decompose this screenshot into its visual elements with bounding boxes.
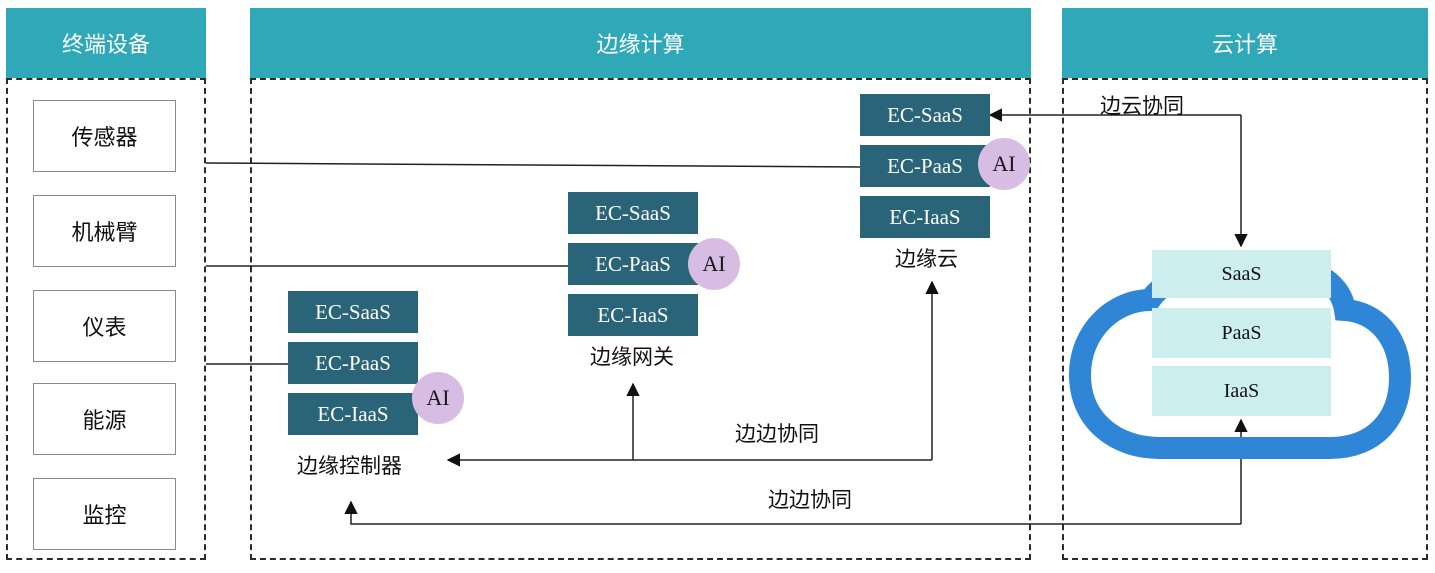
edge-gateway-saas: EC-SaaS [568, 192, 698, 234]
device-sensor: 传感器 [33, 100, 176, 172]
ec-layer-label: EC-PaaS [315, 350, 391, 375]
ai-label: AI [426, 385, 450, 410]
device-label: 传感器 [71, 126, 138, 151]
device-energy: 能源 [33, 383, 176, 455]
ec-layer-label: EC-PaaS [595, 251, 671, 276]
line-cloud-to-controller [344, 500, 1241, 525]
header-cloud-computing: 云计算 [1062, 8, 1428, 78]
edge-cloud-label: 边缘云 [895, 247, 958, 271]
ai-label: AI [702, 251, 726, 276]
panel-terminal-devices [6, 78, 206, 560]
edge-gateway-ai-badge: AI [688, 238, 740, 290]
edge-cloud-collab-label: 边云协同 [1100, 94, 1184, 118]
edge-controller-saas: EC-SaaS [288, 291, 418, 333]
cloud-paas-box: PaaS [1152, 308, 1331, 358]
cloud-layer-label: IaaS [1223, 379, 1260, 402]
panel-edge-computing [250, 78, 1031, 560]
device-label: 仪表 [82, 316, 127, 341]
edge-controller-paas: EC-PaaS [288, 342, 418, 384]
device-label: 监控 [82, 504, 127, 529]
header-terminal-devices: 终端设备 [6, 8, 206, 78]
ec-layer-label: EC-IaaS [889, 204, 961, 229]
device-label: 机械臂 [71, 221, 138, 246]
edge-controller-ai-badge: AI [412, 372, 464, 424]
edge-cloud-ai-badge: AI [978, 138, 1030, 190]
edge-controller-iaas: EC-IaaS [288, 393, 418, 435]
edge-cloud-saas: EC-SaaS [860, 94, 990, 136]
edge-edge-collab-label-2: 边边协同 [768, 488, 852, 512]
edge-edge-collab-label-1: 边边协同 [735, 422, 819, 446]
ai-label: AI [992, 151, 1016, 176]
cloud-saas-box: SaaS [1152, 250, 1331, 298]
header-cloud-label: 云计算 [1211, 33, 1278, 58]
ec-layer-label: EC-PaaS [887, 153, 963, 178]
edge-gateway-paas: EC-PaaS [568, 243, 698, 285]
device-label: 能源 [82, 409, 127, 434]
edge-controller-label: 边缘控制器 [297, 454, 402, 478]
edge-gateway-label: 边缘网关 [590, 345, 674, 369]
cloud-iaas-box: IaaS [1152, 366, 1331, 416]
ec-layer-label: EC-SaaS [595, 200, 671, 225]
edge-cloud-paas: EC-PaaS [860, 145, 990, 187]
cloud-layer-label: SaaS [1221, 262, 1262, 285]
header-terminal-label: 终端设备 [61, 33, 150, 58]
ec-layer-label: EC-SaaS [887, 102, 963, 127]
cloud-layer-label: PaaS [1221, 321, 1262, 344]
device-robot-arm: 机械臂 [33, 195, 176, 267]
panel-cloud-computing [1062, 78, 1428, 560]
line-sensor-to-edge-cloud [205, 162, 861, 168]
device-meter: 仪表 [33, 290, 176, 362]
device-monitor: 监控 [33, 478, 176, 550]
ec-layer-label: EC-SaaS [315, 299, 391, 324]
edge-cloud-iaas: EC-IaaS [860, 196, 990, 238]
header-edge-computing: 边缘计算 [250, 8, 1031, 78]
ec-layer-label: EC-IaaS [317, 401, 389, 426]
header-edge-label: 边缘计算 [596, 33, 685, 58]
edge-gateway-iaas: EC-IaaS [568, 294, 698, 336]
ec-layer-label: EC-IaaS [597, 302, 669, 327]
